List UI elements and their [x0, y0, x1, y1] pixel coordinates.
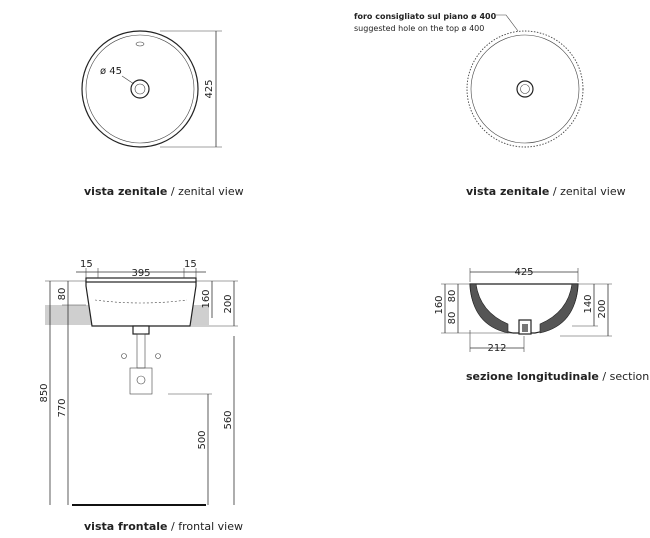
section-dim-425: 425: [514, 267, 533, 278]
drain-body: [132, 325, 150, 335]
basin-inner-rim: [85, 34, 195, 144]
dim-160-label: 160: [201, 289, 212, 308]
basin-inner-hidden: [94, 299, 188, 304]
note-english: suggested hole on the top ø 400: [354, 24, 484, 33]
caption-zenital-left: vista zenitale / zenital view: [84, 185, 244, 198]
caption-frontal: vista frontale / frontal view: [84, 520, 243, 533]
basin-rim-right: [470, 34, 580, 144]
dim-500-label: 500: [197, 430, 208, 449]
caption-rest: / frontal view: [168, 520, 244, 533]
caption-rest: / zenital view: [549, 185, 625, 198]
zenital-view-left: ø 45 425 vista zenitale / zenital view: [81, 30, 244, 198]
section-dim-80a: 80: [447, 290, 458, 303]
drain-hole: [130, 79, 150, 99]
caption-rest: / section: [599, 370, 649, 383]
trap-cap: [136, 375, 146, 385]
section-view: 425 160 80 80 140 200 212 sezione longit…: [434, 267, 649, 383]
hole-leader-line: [121, 75, 135, 85]
dim-425-label: 425: [204, 79, 215, 98]
drain-hole-inner: [134, 83, 146, 95]
drain-hole-right-inner: [520, 84, 530, 94]
section-drain-core: [522, 324, 528, 332]
dim-80-label: 80: [57, 288, 68, 301]
dim-15-left: 15: [80, 259, 93, 270]
caption-bold: vista zenitale: [466, 185, 549, 198]
dim-200-label: 200: [223, 294, 234, 313]
hole-diameter-label: ø 45: [100, 66, 122, 77]
dim-850-label: 850: [39, 383, 50, 402]
basin-front: [85, 280, 197, 327]
section-dim-200: 200: [597, 299, 608, 318]
dim-770-label: 770: [57, 398, 68, 417]
caption-bold: vista frontale: [84, 520, 168, 533]
section-wall-right: [539, 283, 579, 334]
frontal-view: 15 395 15 80 850 770 160 200 500 560 vis…: [39, 259, 243, 533]
dim-560-label: 560: [223, 410, 234, 429]
note-italian: foro consigliato sul piano ø 400: [354, 12, 497, 21]
section-dim-212: 212: [487, 343, 506, 354]
dim-395: 395: [131, 268, 150, 279]
section-wall-left: [469, 283, 509, 334]
drain-hole-right: [516, 80, 534, 98]
section-dim-160: 160: [434, 295, 445, 314]
caption-rest: / zenital view: [167, 185, 243, 198]
zenital-view-right: foro consigliato sul piano ø 400 suggest…: [354, 12, 626, 198]
section-dim-80b: 80: [447, 312, 458, 325]
caption-bold: sezione longitudinale: [466, 370, 599, 383]
dim-15-right: 15: [184, 259, 197, 270]
note-leader-line: [496, 14, 519, 32]
caption-bold: vista zenitale: [84, 185, 167, 198]
caption-section: sezione longitudinale / section: [466, 370, 649, 383]
overflow-slot: [135, 41, 145, 47]
section-dim-140: 140: [583, 294, 594, 313]
fix-point-left: [121, 353, 127, 359]
trap: [129, 367, 153, 395]
basin-rim: [85, 277, 197, 283]
caption-zenital-right: vista zenitale / zenital view: [466, 185, 626, 198]
fix-point-right: [155, 353, 161, 359]
drain-pipe: [136, 333, 146, 369]
